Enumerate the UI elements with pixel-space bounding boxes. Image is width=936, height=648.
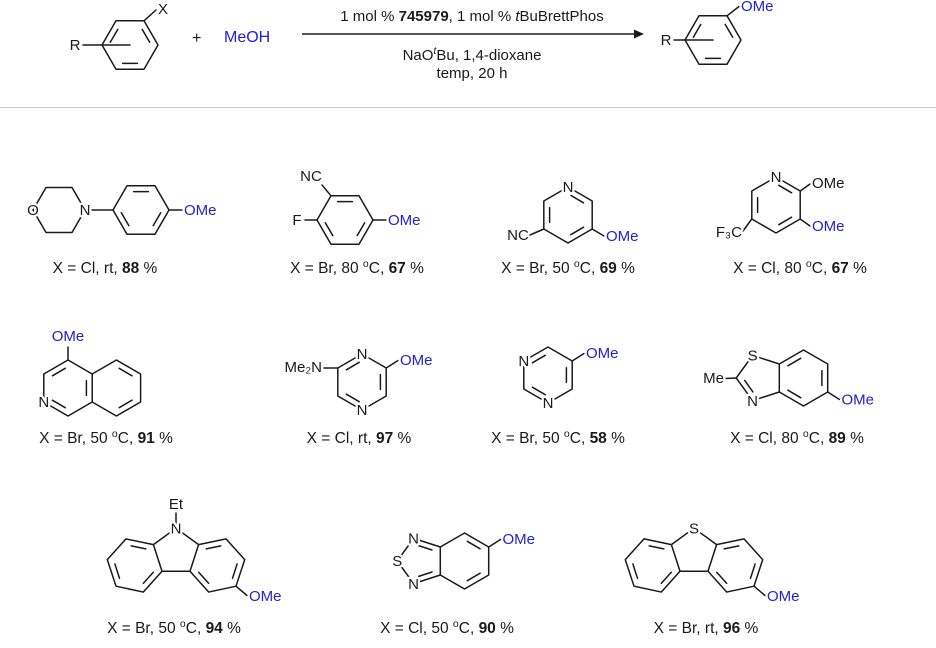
structure-2-fluoro-cyanoanisole: NC F OMe: [290, 166, 423, 245]
bond-lines: [43, 346, 142, 417]
r-group-label: R: [70, 37, 81, 54]
caption-5: X = Br, 50 oC, 91 %: [39, 427, 173, 447]
caption-7: X = Br, 50 oC, 58 %: [491, 427, 625, 447]
reactant-aryl-halide-structure: R X: [67, 0, 170, 70]
ome-label: OMe: [606, 228, 639, 245]
structure-11-dibenzothiophene-ome: S OMe: [624, 518, 802, 607]
bond-lines: [673, 5, 742, 65]
caption-3: X = Br, 50 oC, 69 %: [501, 257, 635, 277]
reaction-arrow: [302, 29, 644, 39]
nitrogen-atom-label: N: [408, 576, 419, 593]
conditions-above-arrow: 1 mol % 745979, 1 mol % tBuBrettPhos: [340, 8, 604, 25]
bond-lines: [323, 353, 399, 411]
bond-lines: [396, 532, 502, 590]
ome-label: OMe: [812, 218, 845, 235]
ome-label: OMe: [586, 345, 619, 362]
structure-3-cyanomethoxypyridine: N NC OMe: [505, 177, 641, 247]
dimethylamino-label: Me₂N: [285, 359, 323, 376]
bond-lines: [106, 512, 248, 597]
structure-9-ethylcarbazole-ome: Et N OMe: [106, 494, 284, 607]
nitrogen-atom-label: N: [518, 353, 529, 370]
nitrogen-atom-label: N: [747, 393, 758, 410]
structure-10-benzothiadiazole-ome: N S N OMe: [390, 528, 537, 595]
oxygen-atom-label: O: [27, 202, 39, 219]
nitrogen-atom-label: N: [357, 346, 368, 363]
ome-label: OMe: [400, 352, 433, 369]
bond-lines: [624, 527, 766, 597]
nitrogen-atom-label: N: [38, 394, 49, 411]
structure-1-morpholinoanisole: O N OMe: [25, 185, 219, 235]
caption-1: X = Cl, rt, 88 %: [52, 260, 158, 277]
ome-label: OMe: [388, 212, 421, 229]
nitrogen-atom-label: N: [171, 520, 182, 537]
structure-5-methoxyisoquinoline: OMe N: [36, 326, 142, 417]
caption-11: X = Br, rt, 96 %: [653, 620, 759, 637]
nitrile-label: NC: [507, 227, 529, 244]
sulfur-atom-label: S: [748, 348, 758, 365]
bond-lines: [523, 346, 585, 404]
r-group-label: R: [661, 32, 672, 49]
fluorine-label: F: [292, 212, 301, 229]
conditions-below-arrow-2: temp, 20 h: [436, 65, 508, 82]
ome-label: OMe: [52, 328, 85, 345]
section-divider: [0, 107, 936, 108]
bond-lines: [304, 184, 387, 245]
sulfur-atom-label: S: [392, 553, 402, 570]
bond-lines: [529, 186, 605, 244]
ome-label: OMe: [842, 392, 875, 409]
ethyl-label: Et: [169, 496, 184, 513]
x-halide-label: X: [158, 1, 168, 18]
caption-9: X = Br, 50 oC, 94 %: [107, 617, 241, 637]
plus-sign: +: [192, 30, 202, 47]
nitrogen-atom-label: N: [543, 395, 554, 412]
product-aryl-ether-structure: R OMe: [658, 0, 776, 65]
ome-label: OMe: [767, 588, 800, 605]
ome-label: OMe: [249, 588, 282, 605]
caption-4: X = Cl, 80 oC, 67 %: [733, 257, 867, 277]
bond-lines: [742, 176, 811, 234]
bond-lines: [32, 185, 183, 235]
structure-6-dimethylamino-methoxypyrazine: N N Me₂N OMe: [282, 344, 435, 422]
caption-2: X = Br, 80 oC, 67 %: [290, 257, 424, 277]
reaction-conditions: 1 mol % 745979, 1 mol % tBuBrettPhos NaO…: [300, 8, 644, 82]
ome-label: OMe: [741, 0, 774, 15]
nitrogen-atom-label: N: [563, 179, 574, 196]
nitrogen-atom-label: N: [408, 531, 419, 548]
ome-label: OMe: [503, 531, 536, 548]
nitrogen-atom-label: N: [80, 202, 91, 219]
sulfur-atom-label: S: [689, 520, 699, 537]
bond-lines: [724, 349, 841, 407]
cf3-label: F₃C: [716, 224, 742, 241]
conditions-below-arrow-1: NaOtBu, 1,4-dioxane: [402, 45, 542, 64]
methyl-label: Me: [703, 370, 724, 387]
meoh-reagent-label: MeOH: [224, 29, 271, 46]
caption-10: X = Cl, 50 oC, 90 %: [380, 617, 514, 637]
structure-8-methylbenzothiazole-ome: Me S N OMe: [701, 345, 876, 412]
structure-4-trifluoromethyl-dimethoxypyridine: N OMe OMe F₃C: [714, 167, 847, 243]
ome-label: OMe: [184, 202, 217, 219]
ome-black-label: OMe: [812, 175, 845, 192]
bond-lines: [82, 9, 159, 70]
caption-6: X = Cl, rt, 97 %: [306, 430, 412, 447]
nitrogen-atom-label: N: [357, 402, 368, 419]
nitrile-label: NC: [300, 168, 322, 185]
structure-7-methoxypyrimidine: N N OMe: [516, 343, 621, 415]
nitrogen-atom-label: N: [771, 169, 782, 186]
caption-8: X = Cl, 80 oC, 89 %: [730, 427, 864, 447]
